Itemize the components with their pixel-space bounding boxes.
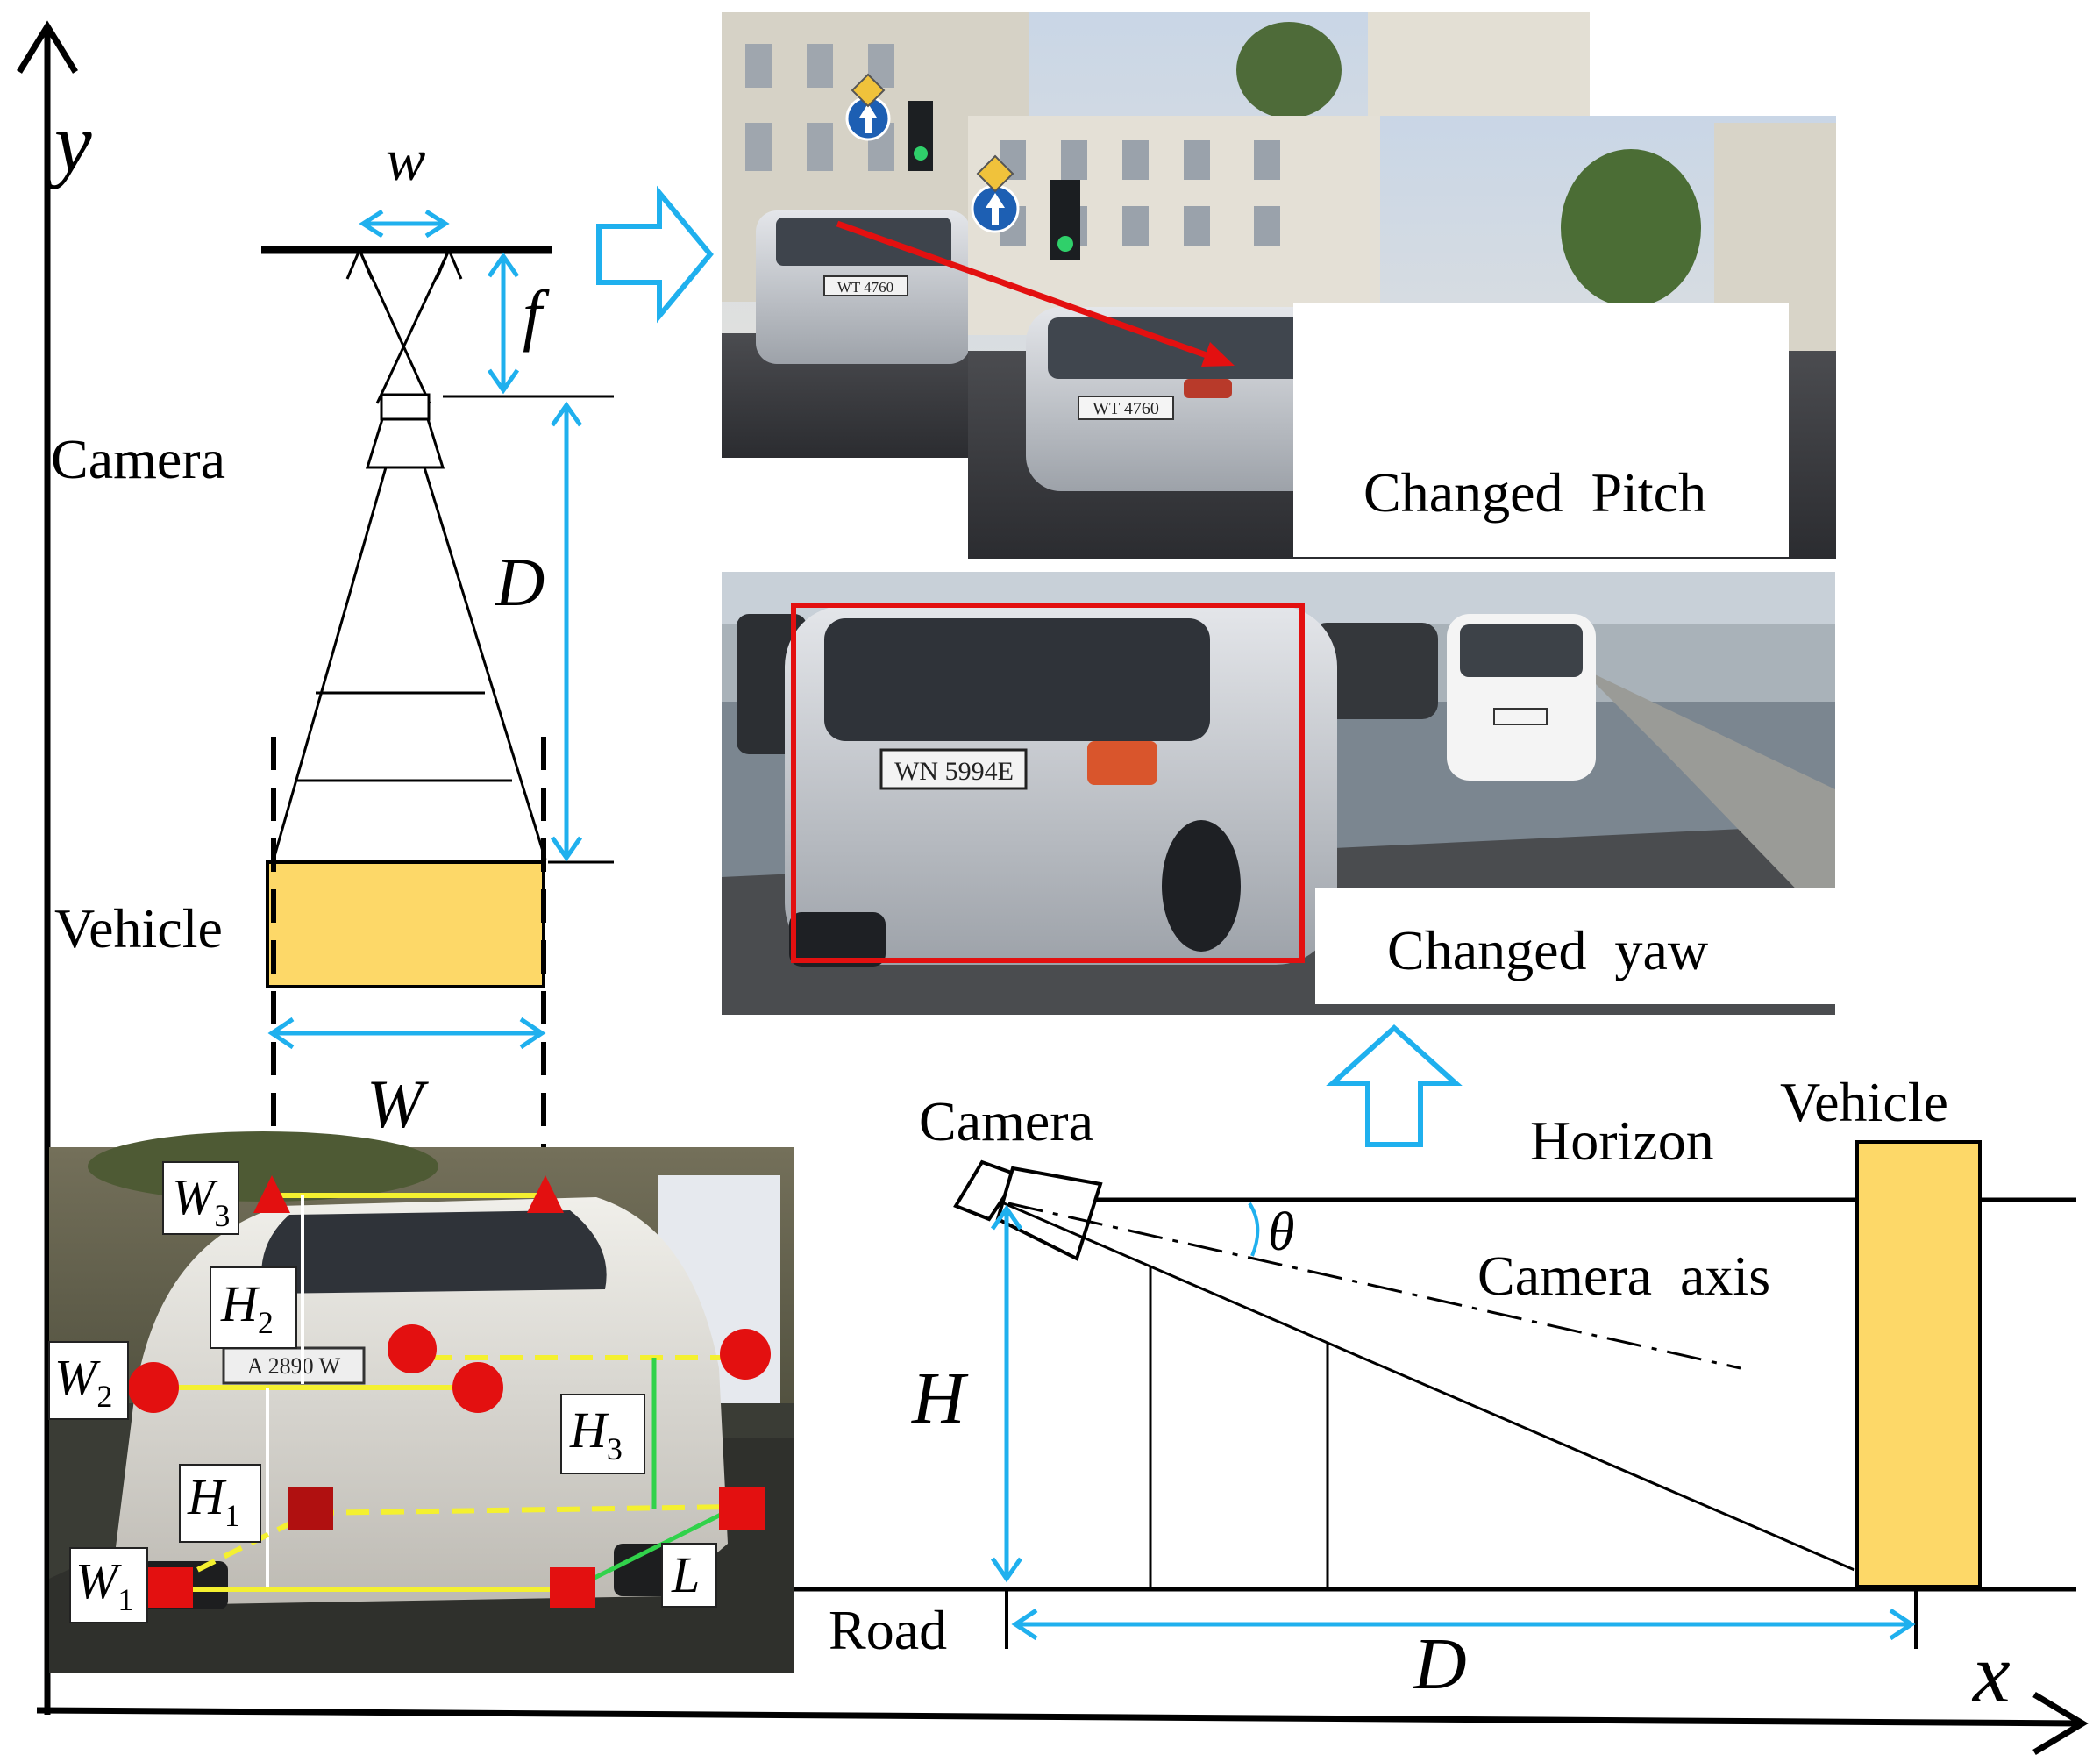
y-axis-label: y bbox=[46, 96, 92, 189]
keypoint-markers bbox=[128, 1175, 771, 1608]
top-view-distance-symbol: D bbox=[495, 544, 545, 620]
camera-axis-label: Camera axis bbox=[1477, 1245, 1770, 1307]
coordinate-axes bbox=[17, 20, 2089, 1755]
detection-box bbox=[791, 603, 1305, 963]
x-axis-label: x bbox=[1971, 1626, 2011, 1720]
side-view-camera-label: Camera bbox=[919, 1090, 1093, 1152]
pitch-caption: Changed Pitch bbox=[1363, 461, 1706, 524]
pitch-front-plate: WT 4760 bbox=[1093, 399, 1159, 418]
yaw-photo: WN 5994E Changed yaw bbox=[722, 572, 1835, 1015]
side-view-vehicle-label: Vehicle bbox=[1780, 1071, 1948, 1133]
yaw-caption: Changed yaw bbox=[1387, 919, 1708, 981]
road-label: Road bbox=[829, 1599, 947, 1661]
image-width-symbol: w bbox=[386, 126, 425, 193]
label-h1: H1 bbox=[187, 1468, 240, 1533]
side-view-geometry bbox=[794, 1140, 2076, 1649]
right-outline-arrow bbox=[596, 185, 714, 324]
label-w1: W1 bbox=[75, 1552, 133, 1617]
pitch-back-plate: WT 4760 bbox=[837, 279, 893, 296]
top-view-camera-label: Camera bbox=[51, 428, 225, 490]
camera-height-symbol: H bbox=[911, 1358, 969, 1439]
label-w3: W3 bbox=[172, 1168, 230, 1233]
keypoint-label-boxes bbox=[48, 1161, 717, 1623]
top-view-vehicle-label: Vehicle bbox=[54, 897, 223, 960]
top-view-vehicle bbox=[266, 860, 545, 988]
side-view-dimension-arrows bbox=[990, 1204, 1916, 1641]
up-outline-arrow bbox=[1326, 1024, 1463, 1147]
keypoint-guides bbox=[153, 1193, 745, 1592]
pitch-angle-symbol: θ bbox=[1268, 1202, 1294, 1262]
pitch-shift-arrow bbox=[836, 220, 1235, 367]
keypoint-photo-plate: A 2890 W bbox=[247, 1353, 341, 1379]
yaw-plate: WN 5994E bbox=[894, 757, 1014, 786]
label-h2: H2 bbox=[220, 1275, 274, 1340]
side-view-vehicle bbox=[1855, 1140, 1982, 1588]
pitch-front-photo: WT 4760 Changed Pitch bbox=[968, 116, 1836, 559]
top-view-geometry bbox=[261, 246, 614, 1175]
horizon-label: Horizon bbox=[1530, 1109, 1714, 1172]
label-w2: W2 bbox=[54, 1349, 112, 1414]
vehicle-width-symbol: W bbox=[367, 1066, 429, 1142]
label-h3: H3 bbox=[569, 1402, 623, 1466]
top-view-dimension-arrows bbox=[267, 209, 583, 1050]
side-view-distance-symbol: D bbox=[1413, 1623, 1467, 1705]
focal-length-symbol: f bbox=[523, 276, 550, 353]
label-l: L bbox=[671, 1546, 700, 1603]
